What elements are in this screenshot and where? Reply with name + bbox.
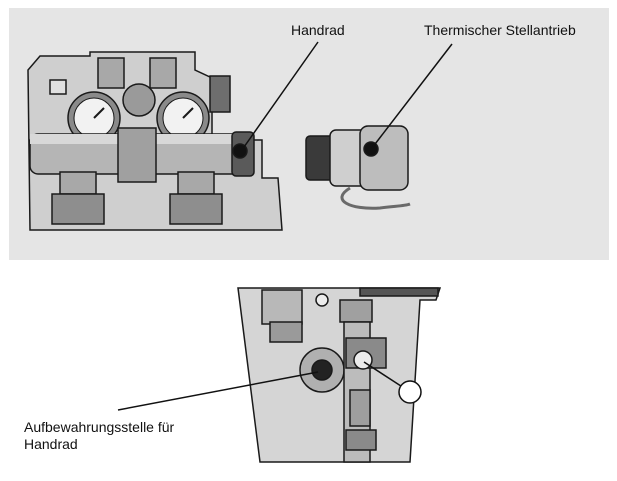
leader-storage xyxy=(117,371,319,411)
label-storage-line1: Aufbewahrungsstelle für xyxy=(24,419,175,435)
horizontal-pipe xyxy=(29,127,251,183)
leader-handrad xyxy=(243,41,319,148)
pressure-gauge-right-icon xyxy=(156,91,210,145)
handwheel-mounted-icon xyxy=(231,131,255,177)
callout-circle xyxy=(398,380,422,404)
storage-housing xyxy=(237,287,442,463)
pressure-gauge-left-icon xyxy=(67,91,121,145)
label-storage-line2: Handrad xyxy=(24,436,78,452)
label-handwheel: Handrad xyxy=(291,22,345,38)
label-storage-location: Aufbewahrungsstelle für Handrad xyxy=(24,419,174,453)
leader-lines xyxy=(117,41,453,411)
leader-pointer xyxy=(363,361,405,389)
lower-fittings xyxy=(51,171,223,225)
label-thermal-actuator: Thermischer Stellantrieb xyxy=(424,22,576,38)
leader-antrieb xyxy=(371,43,453,149)
thermal-actuator-icon xyxy=(305,125,411,210)
